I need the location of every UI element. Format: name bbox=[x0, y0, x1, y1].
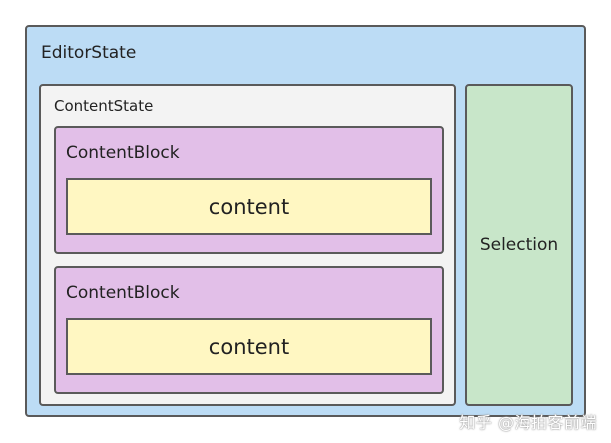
selection-label: Selection bbox=[479, 235, 559, 255]
editor-state-label: EditorState bbox=[41, 43, 137, 63]
content-state-label: ContentState bbox=[54, 97, 154, 115]
watermark-text: 知乎 @海拍客前端 bbox=[459, 413, 597, 432]
content-box: content bbox=[66, 178, 432, 235]
content-box: content bbox=[66, 318, 432, 375]
content-block-1: ContentBlock content bbox=[54, 126, 444, 254]
content-block-2: ContentBlock content bbox=[54, 266, 444, 394]
content-block-label: ContentBlock bbox=[66, 283, 180, 303]
selection-box: Selection bbox=[465, 84, 573, 406]
content-state-box: ContentState ContentBlock content Conten… bbox=[39, 84, 456, 406]
content-block-label: ContentBlock bbox=[66, 143, 180, 163]
